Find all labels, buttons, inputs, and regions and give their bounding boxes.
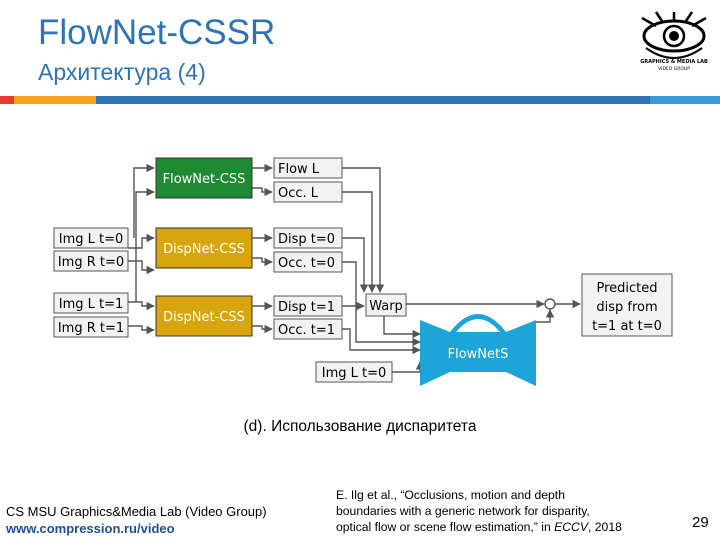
stripe-orange	[14, 96, 96, 104]
flownet-css-block	[155, 157, 253, 199]
footer-url: www.compression.ru/video	[6, 521, 175, 536]
figure-caption: (d). Использование диспаритета	[243, 418, 477, 435]
logo-text-line1: GRAPHICS & MEDIA LAB	[640, 59, 708, 65]
citation-line-3: optical flow or scene flow estimation,” …	[336, 519, 686, 535]
output-label-occ-l: Occ. L	[278, 186, 319, 201]
input-box-img-r-t0	[53, 250, 129, 272]
output-box-occ-l	[273, 181, 343, 203]
citation: E. Ilg et al., “Occlusions, motion and d…	[336, 487, 686, 535]
input-boxes: Img L t=0 Img R t=0 Img L t=1 Img R t=1 …	[53, 227, 393, 383]
input-label-img-r-t0: Img R t=0	[58, 255, 124, 270]
output-box-disp-t0	[273, 227, 343, 249]
prediction-line-2: disp from	[596, 300, 657, 315]
warp-label: Warp	[369, 299, 403, 314]
stripe-lightblue	[650, 96, 720, 104]
input-label-img-l-t0-bottom: Img L t=0	[322, 366, 387, 381]
lab-logo: GRAPHICS & MEDIA LAB VIDEO GROUP	[640, 11, 708, 72]
flownets-skip-arc	[450, 314, 506, 332]
input-box-img-l-t1	[53, 292, 129, 314]
citation-line-1: E. Ilg et al., “Occlusions, motion and d…	[336, 488, 565, 502]
citation-line-3-pre: optical flow or scene flow estimation,” …	[336, 520, 555, 534]
output-boxes: Flow L Occ. L Disp t=0 Occ. t=0 Disp t=1…	[273, 157, 343, 340]
input-box-img-l-t0	[53, 227, 129, 249]
input-box-img-r-t1	[53, 316, 129, 338]
output-box-flow-l	[273, 157, 343, 179]
input-label-img-r-t1: Img R t=1	[58, 321, 124, 336]
stripe-red	[0, 96, 14, 104]
prediction-line-1: Predicted	[596, 281, 657, 296]
flownet-css-label: FlowNet-CSS	[163, 172, 246, 187]
output-box-occ-t1	[273, 318, 343, 340]
page-number: 29	[692, 514, 709, 531]
color-stripe	[0, 96, 720, 104]
flownets-block	[420, 320, 536, 386]
footer-lab: CS MSU Graphics&Media Lab (Video Group) …	[6, 503, 267, 537]
citation-venue: ECCV	[554, 520, 588, 534]
output-label-flow-l: Flow L	[278, 162, 320, 177]
dispnet-css-label-2: DispNet-CSS	[163, 310, 245, 325]
eye-logo-icon	[641, 11, 707, 59]
prediction-box	[581, 273, 673, 337]
logo-text-line2: VIDEO GROUP	[658, 66, 690, 72]
input-box-img-l-t0-bottom	[315, 361, 393, 383]
warp-block	[365, 293, 407, 317]
output-label-occ-t0: Occ. t=0	[278, 256, 335, 271]
output-label-disp-t0: Disp t=0	[278, 232, 335, 247]
slide-subtitle: Архитектура (4)	[38, 59, 206, 85]
output-box-disp-t1	[273, 295, 343, 317]
citation-line-3-post: , 2018	[588, 520, 622, 534]
slide-title: FlowNet-CSSR	[38, 13, 276, 52]
connections	[128, 163, 581, 373]
dispnet-css-block-2	[155, 295, 253, 337]
dispnet-css-block-1	[155, 227, 253, 269]
citation-line-2: boundaries with a generic network for di…	[336, 504, 590, 518]
flownets-label: FlowNetS	[448, 347, 509, 362]
output-label-occ-t1: Occ. t=1	[278, 323, 335, 338]
output-label-disp-t1: Disp t=1	[278, 300, 335, 315]
dispnet-css-label-1: DispNet-CSS	[163, 242, 245, 257]
output-box-occ-t0	[273, 251, 343, 273]
sum-node	[544, 298, 556, 310]
prediction-line-3: t=1 at t=0	[592, 319, 662, 334]
networks: FlowNet-CSS DispNet-CSS DispNet-CSS Flow…	[155, 157, 536, 386]
footer-lab-name: CS MSU Graphics&Media Lab (Video Group)	[6, 504, 267, 519]
input-label-img-l-t0: Img L t=0	[59, 232, 124, 247]
stripe-blue	[96, 96, 650, 104]
input-label-img-l-t1: Img L t=1	[59, 297, 124, 312]
